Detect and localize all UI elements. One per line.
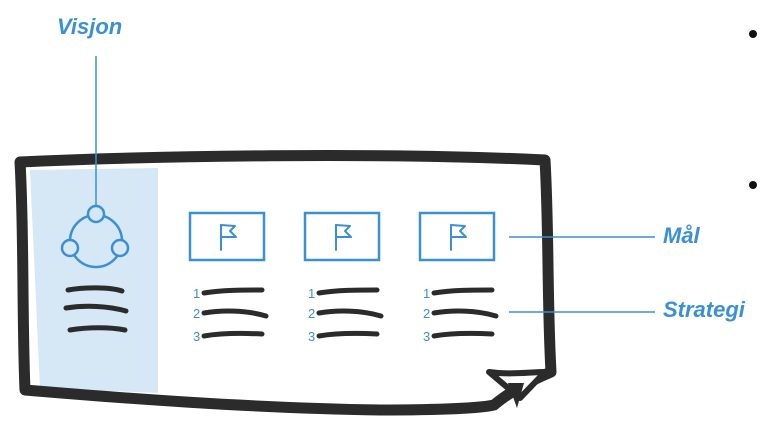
strategy-line — [204, 290, 262, 293]
flag-icon — [221, 225, 236, 250]
vision-sidebar-panel — [30, 168, 158, 393]
strategy-line — [319, 290, 377, 293]
goal-column: 1 2 3 — [305, 213, 381, 344]
strategy-line — [204, 311, 266, 316]
goal-columns: 1 2 3 1 2 3 1 2 3 — [190, 213, 496, 344]
strategy-step-number: 3 — [193, 329, 200, 344]
strategy-step-number: 1 — [308, 286, 315, 301]
strategy-step-number: 2 — [193, 306, 200, 321]
strategy-line — [204, 333, 262, 336]
vision-label: Visjon — [57, 16, 122, 38]
goal-column: 1 2 3 — [190, 213, 266, 344]
strategy-step-number: 1 — [193, 286, 200, 301]
bullet-dot — [749, 30, 757, 38]
strategy-line — [319, 311, 381, 316]
strategy-line — [319, 333, 377, 336]
strategy-step-number: 3 — [308, 329, 315, 344]
strategy-line — [434, 311, 496, 316]
strategy-line — [434, 290, 492, 293]
bullet-dot — [749, 181, 757, 189]
flag-icon — [336, 225, 351, 250]
strategy-step-number: 2 — [423, 306, 430, 321]
strategy-label: Strategi — [663, 299, 745, 321]
goal-label: Mål — [663, 225, 700, 247]
goal-column: 1 2 3 — [420, 213, 496, 344]
strategy-step-number: 2 — [308, 306, 315, 321]
strategy-line — [434, 333, 492, 336]
strategy-step-number: 3 — [423, 329, 430, 344]
strategy-step-number: 1 — [423, 286, 430, 301]
flag-icon — [451, 225, 466, 250]
